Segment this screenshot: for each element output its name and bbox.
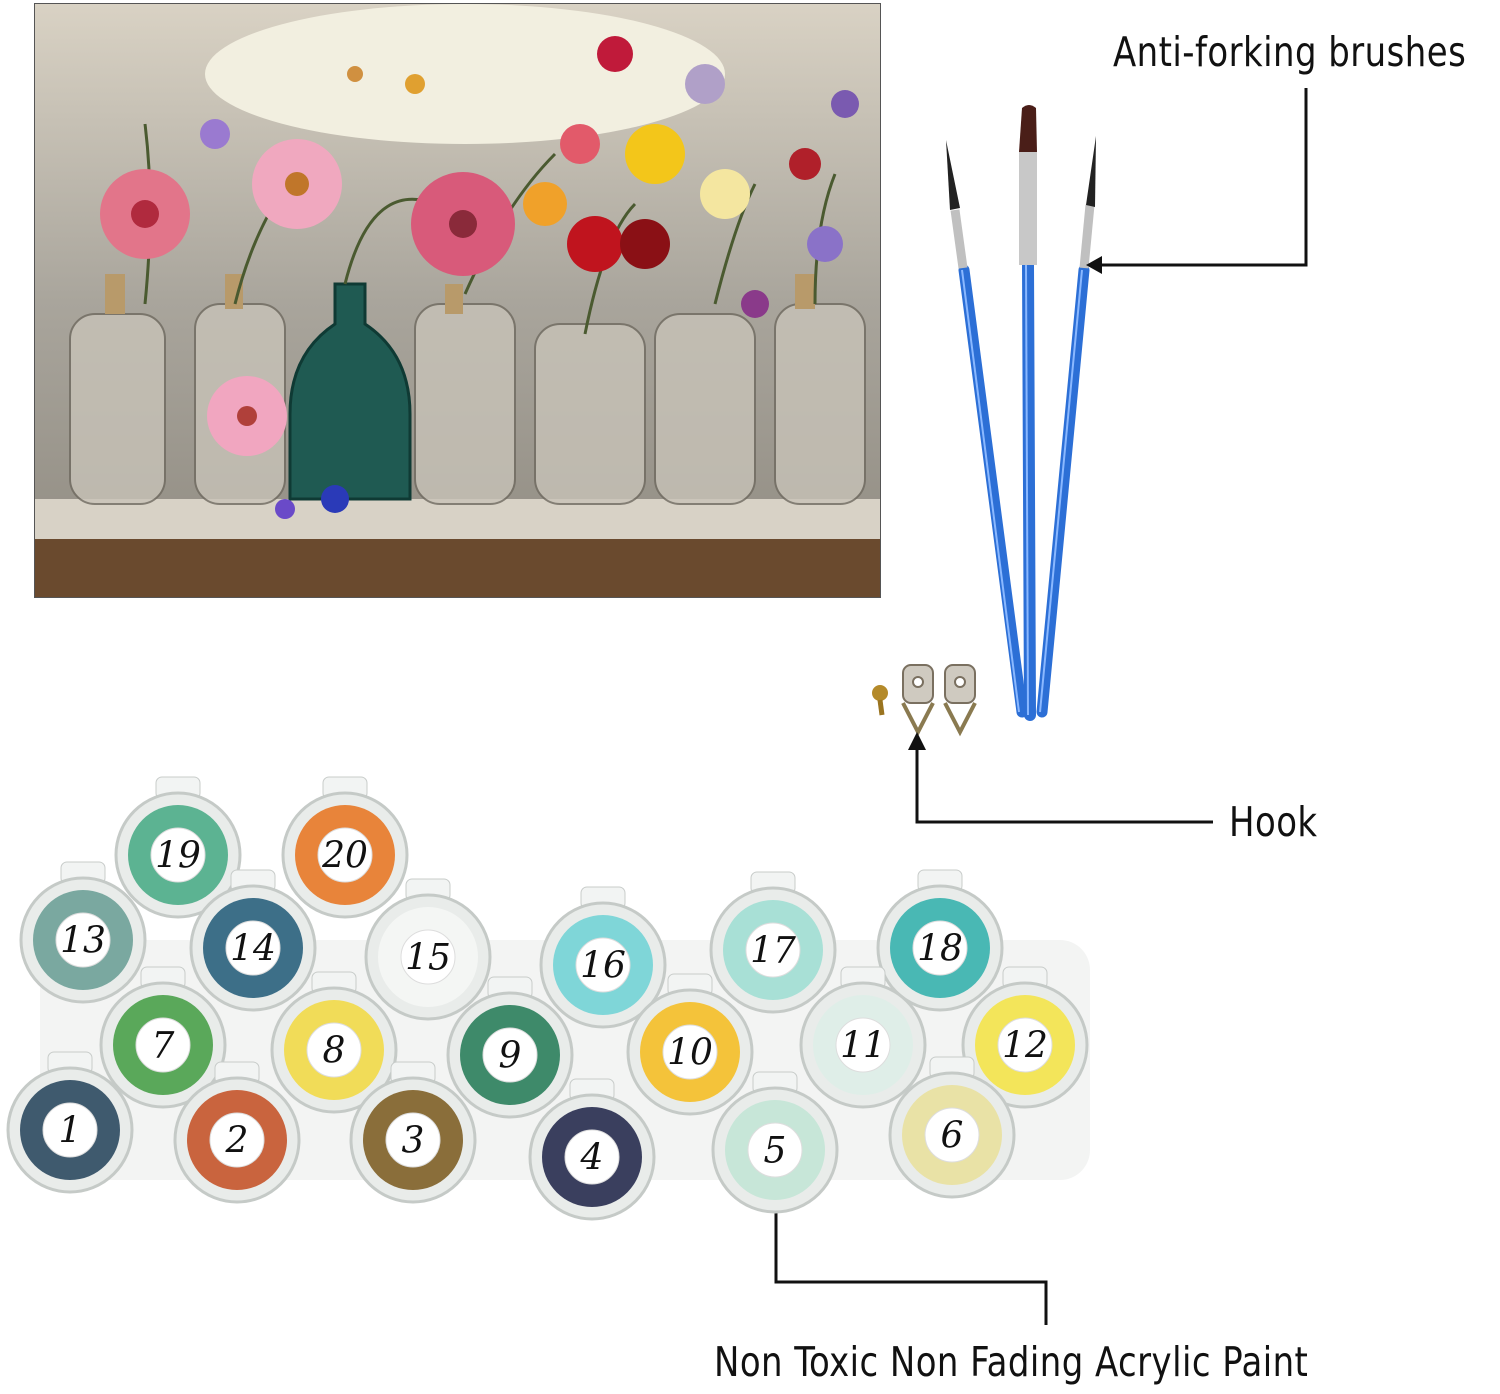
pot-number: 13 <box>60 921 106 962</box>
paint-pot-1: 1 <box>6 1051 134 1194</box>
paint-pot-10: 10 <box>626 973 754 1116</box>
pot-number: 18 <box>917 929 963 970</box>
hook-right <box>943 664 977 737</box>
paint-pot-15: 15 <box>364 878 492 1021</box>
paint-pot-2: 2 <box>173 1061 301 1204</box>
pot-number: 4 <box>580 1138 604 1179</box>
paint-pot-6: 6 <box>888 1056 1016 1199</box>
pot-number-badge <box>55 912 111 968</box>
paint-pot-11: 11 <box>799 966 927 1109</box>
pot-number: 16 <box>580 946 626 987</box>
brush-arrowhead <box>1086 256 1102 274</box>
brushes <box>946 105 1096 721</box>
pot-number-badge <box>150 827 206 883</box>
pot-number-badge <box>745 922 801 978</box>
paint-pot-12: 12 <box>961 966 1089 1109</box>
pot-number: 5 <box>764 1131 787 1172</box>
screw <box>872 685 888 716</box>
brush-right <box>1036 136 1096 718</box>
pot-number-badge <box>747 1122 803 1178</box>
pot-number-badge <box>924 1107 980 1163</box>
pot-number: 9 <box>499 1036 522 1077</box>
connector-lines <box>767 88 1308 1325</box>
pot-number-badge <box>225 920 281 976</box>
brush-left <box>946 140 1028 718</box>
pot-number: 15 <box>405 938 451 979</box>
pot-number-badge <box>997 1017 1053 1073</box>
pot-number-badge <box>135 1017 191 1073</box>
pot-number: 7 <box>152 1026 175 1067</box>
paint-pot-19: 19 <box>114 776 242 919</box>
pot-number: 2 <box>225 1121 249 1162</box>
pot-number: 11 <box>840 1026 886 1067</box>
paint-pot-14: 14 <box>189 869 317 1012</box>
hook-arrowhead <box>908 732 926 750</box>
hook-pointer <box>915 744 1213 824</box>
paint-pot-13: 13 <box>19 861 147 1004</box>
pot-number-badge <box>564 1129 620 1185</box>
paint-pot-5: 5 <box>711 1071 839 1214</box>
pot-number-badge <box>662 1024 718 1080</box>
paint-pointer <box>774 1155 1048 1325</box>
pot-number: 6 <box>941 1116 964 1157</box>
paint-pot-16: 16 <box>539 886 667 1029</box>
brushes-label: Anti-forking brushes <box>1113 28 1467 76</box>
pot-number: 12 <box>1002 1026 1048 1067</box>
pot-number-badge <box>400 929 456 985</box>
pot-number: 8 <box>323 1031 346 1072</box>
brush-middle <box>1019 105 1037 721</box>
pot-number: 20 <box>321 836 368 877</box>
pot-number-badge <box>306 1022 362 1078</box>
pot-number-badge <box>385 1112 441 1168</box>
pot-number: 14 <box>230 929 276 970</box>
pot-number-badge <box>209 1112 265 1168</box>
pot-number: 17 <box>750 931 796 972</box>
paint-pot-3: 3 <box>349 1061 477 1204</box>
hook-hardware <box>872 664 977 737</box>
paint-pot-8: 8 <box>270 971 398 1114</box>
hook-left <box>901 664 935 737</box>
pot-number: 19 <box>155 836 201 877</box>
flower-painting <box>34 3 881 598</box>
pot-number-badge <box>912 920 968 976</box>
paint-pot-17: 17 <box>709 871 837 1014</box>
paint-pot-9: 9 <box>446 976 574 1119</box>
paint-pot-20: 20 <box>281 776 409 919</box>
paint-pot-7: 7 <box>99 966 227 1109</box>
pot-number-badge <box>575 937 631 993</box>
hook-label: Hook <box>1229 798 1318 846</box>
pot-number-badge <box>835 1017 891 1073</box>
pot-number-badge <box>42 1102 98 1158</box>
pot-number-badge <box>317 827 373 883</box>
pot-number: 1 <box>59 1111 82 1152</box>
pot-number-badge <box>482 1027 538 1083</box>
paint-pot-18: 18 <box>876 869 1004 1012</box>
pot-number: 10 <box>667 1033 713 1074</box>
paint-label: Non Toxic Non Fading Acrylic Paint <box>714 1338 1309 1386</box>
brush-pointer <box>1098 88 1308 267</box>
pot-number: 3 <box>402 1121 425 1162</box>
paint-pot-4: 4 <box>528 1078 656 1221</box>
